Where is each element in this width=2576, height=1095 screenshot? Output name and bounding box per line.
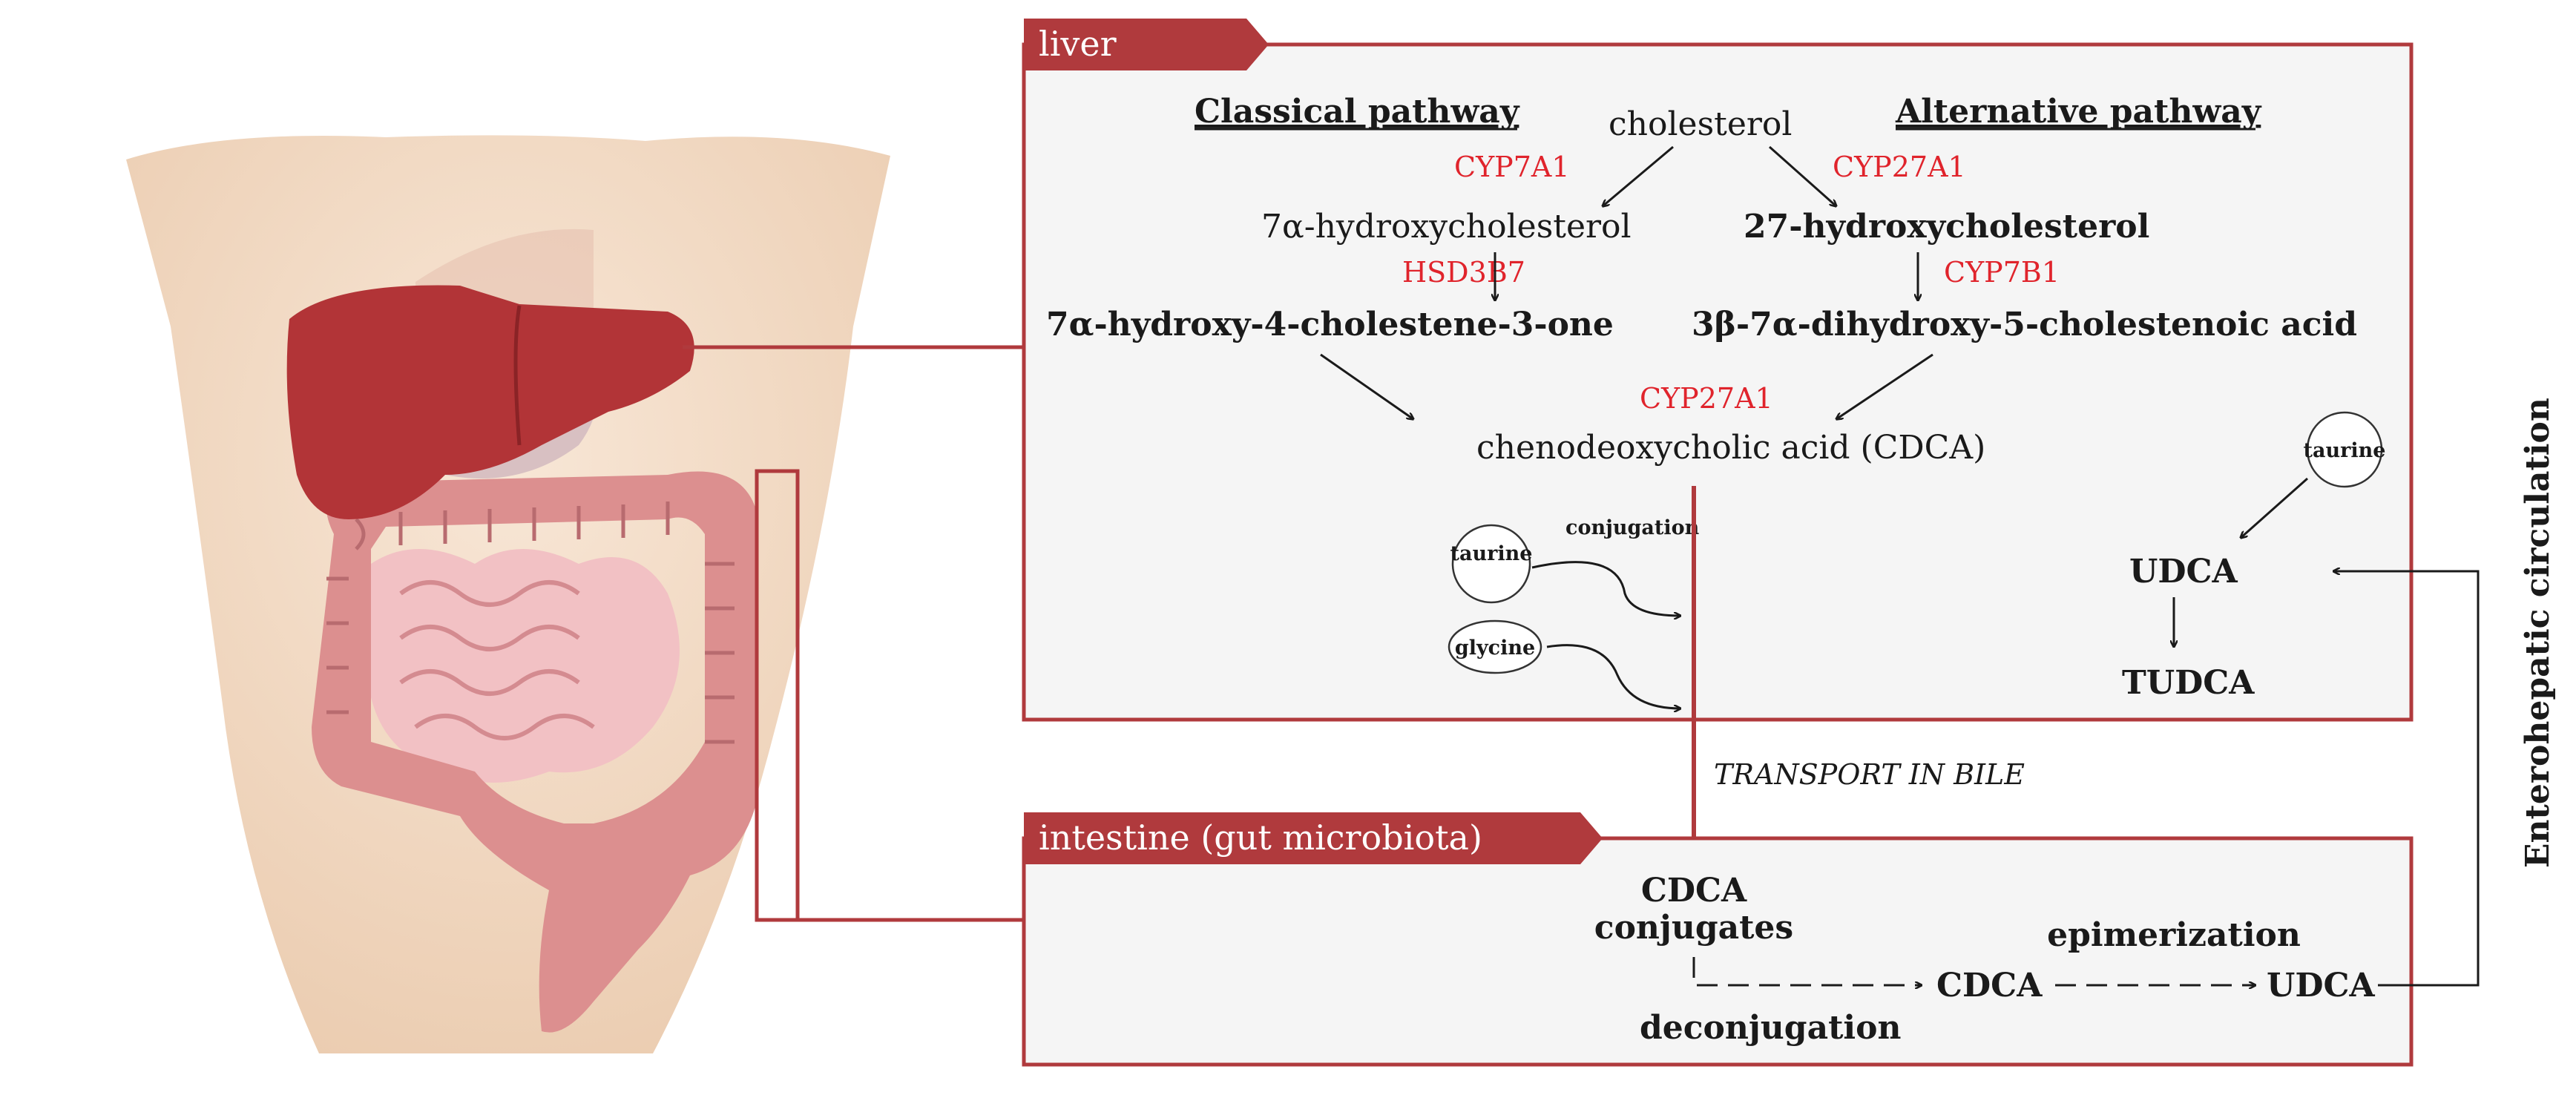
intestine-tab xyxy=(1024,812,1603,864)
deconjugation-label: deconjugation xyxy=(1640,1009,1901,1047)
taurine-right-label: taurine xyxy=(2304,439,2386,462)
large-intestine xyxy=(312,471,757,1033)
deconjugation-arrow xyxy=(1692,957,1922,985)
cholestenoic-label: 3β-7α-dihydroxy-5-cholestenoic acid xyxy=(1692,306,2357,343)
enzyme-cyp7b1: CYP7B1 xyxy=(1944,256,2060,289)
circulation-label: Enterohepatic circulation xyxy=(2519,398,2557,868)
liver-lobe-line xyxy=(513,305,522,446)
enzyme-hsd3b7: HSD3B7 xyxy=(1402,256,1525,289)
taurine-left-circle xyxy=(1451,524,1531,604)
intestine-focus-box xyxy=(755,469,800,922)
arrow-cholestenone-to-cdca xyxy=(1320,353,1413,419)
arrow-cholestenoic-to-cdca xyxy=(1836,353,1933,419)
hydroxy7a-label: 7α-hydroxycholesterol xyxy=(1261,208,1632,246)
liver-tab-label: liver xyxy=(1039,24,1117,64)
taurine-left-label: taurine xyxy=(1450,542,1533,565)
enzyme-cyp27a1-top: CYP27A1 xyxy=(1833,151,1966,183)
liver-tab xyxy=(1024,19,1269,70)
taurine-right-circle xyxy=(2306,411,2383,488)
torso-illustration xyxy=(126,135,890,1054)
cholesterol-label: cholesterol xyxy=(1609,105,1792,143)
enzyme-cyp27a1-mid: CYP27A1 xyxy=(1640,382,1773,415)
arrow-cholesterol-to-27 xyxy=(1769,145,1836,206)
enzyme-cyp7a1: CYP7A1 xyxy=(1454,151,1570,183)
transport-label: TRANSPORT IN BILE xyxy=(1714,758,2025,791)
tudca-label: TUDCA xyxy=(2122,664,2255,702)
liver-organ xyxy=(286,285,694,519)
epimerization-label: epimerization xyxy=(2047,916,2301,954)
intestine-panel-box xyxy=(1022,836,2414,1067)
udca-liver-label: UDCA xyxy=(2129,553,2238,591)
cdca-conjugates-line1: CDCA xyxy=(1641,872,1747,910)
cdca-full-label: chenodeoxycholic acid (CDCA) xyxy=(1476,429,1985,467)
arrow-cholesterol-to-7a xyxy=(1603,145,1674,206)
small-intestine-folds xyxy=(399,580,595,740)
intestine-panel: intestine (gut microbiota) CDCA conjugat… xyxy=(1022,812,2414,1067)
intestine-tab-label: intestine (gut microbiota) xyxy=(1039,818,1482,858)
circulation-arrow xyxy=(2333,571,2480,987)
enterohepatic-loop: Enterohepatic circulation xyxy=(2333,398,2557,987)
glycine-ellipse xyxy=(1448,619,1542,674)
classical-pathway-heading: Classical pathway xyxy=(1195,93,1520,131)
udca-intestine-label: UDCA xyxy=(2267,967,2376,1004)
organ-connectors xyxy=(683,345,1024,922)
arrow-taurine-to-udca xyxy=(2241,477,2308,538)
hydroxy27-label: 27-hydroxycholesterol xyxy=(1744,208,2149,246)
arrow-taurine-conjugation xyxy=(1531,561,1680,616)
arrow-glycine-conjugation xyxy=(1546,644,1680,708)
glycine-label: glycine xyxy=(1455,637,1535,660)
bile-transport: TRANSPORT IN BILE xyxy=(1675,486,2025,887)
small-intestine xyxy=(360,549,680,783)
colon-haustra xyxy=(326,502,735,744)
cdca-conjugates-line2: conjugates xyxy=(1594,909,1793,947)
alternative-pathway-heading: Alternative pathway xyxy=(1895,93,2262,131)
cholestenone-label: 7α-hydroxy-4-cholestene-3-one xyxy=(1046,306,1614,343)
conjugation-label: conjugation xyxy=(1565,516,1700,539)
cdca-intestine-label: CDCA xyxy=(1936,967,2043,1004)
liver-panel-box xyxy=(1022,42,2414,722)
liver-panel: liver Classical pathway cholesterol Alte… xyxy=(1022,19,2414,722)
